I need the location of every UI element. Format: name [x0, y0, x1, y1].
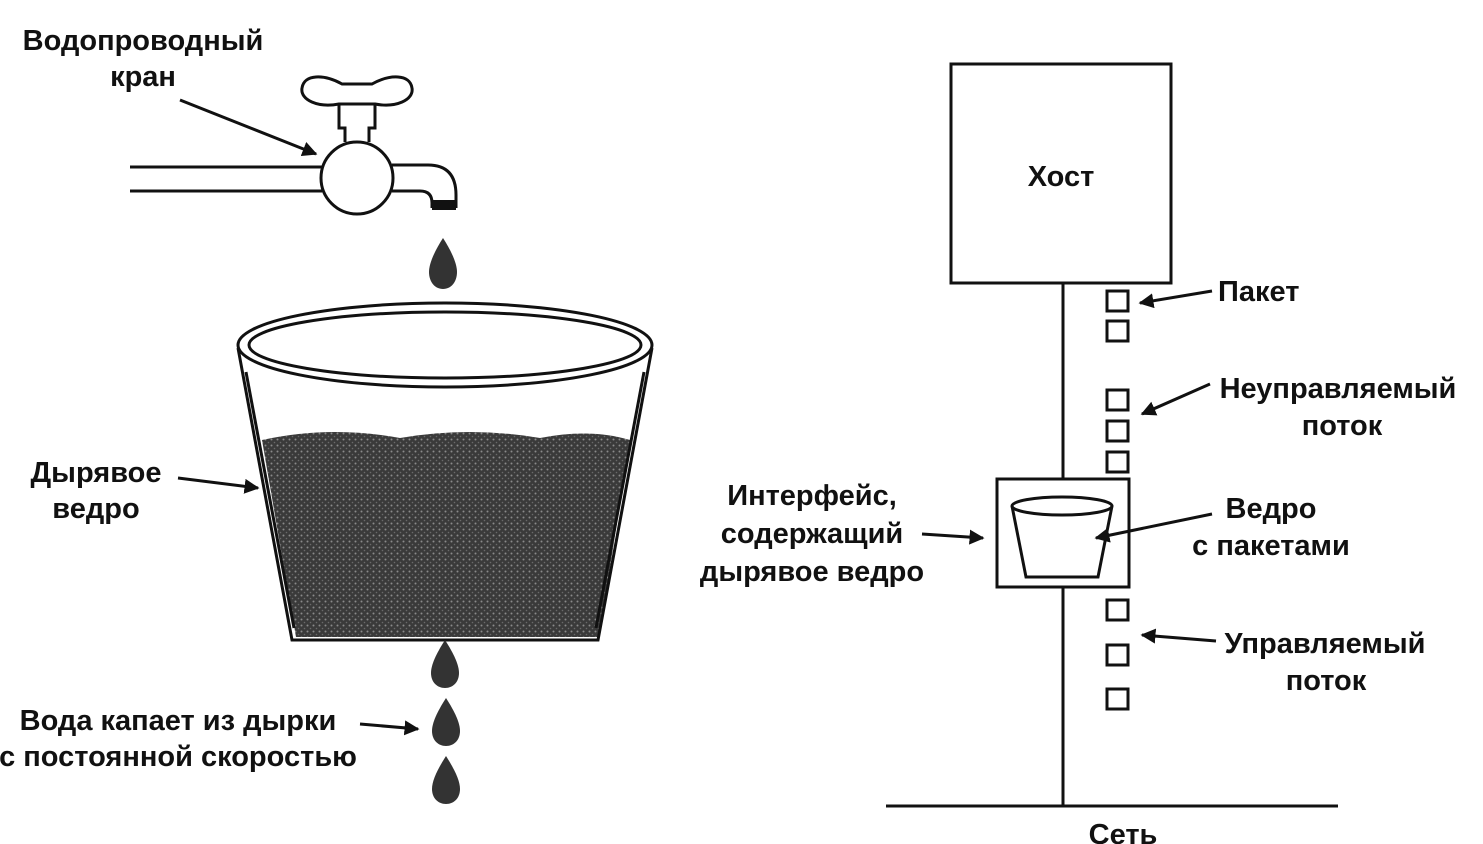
- valve-stem: [337, 104, 377, 142]
- network-label: Сеть: [1089, 819, 1158, 844]
- host-box: [949, 62, 1173, 285]
- spout-tip: [432, 200, 456, 210]
- bucket-arrow: [177, 476, 260, 494]
- tap-label-line2: кран: [110, 61, 176, 93]
- drip-drop-3-icon: [432, 756, 460, 804]
- regulated-label-line2: поток: [1286, 665, 1367, 697]
- bucket-label-line2: ведро: [52, 493, 139, 525]
- falling-drop-icon: [429, 238, 457, 289]
- drip-arrow: [359, 720, 420, 736]
- unregulated-label-line1: Неуправляемый: [1220, 373, 1457, 405]
- packet-4: [1105, 419, 1130, 443]
- packet-8: [1105, 687, 1130, 711]
- packet-3: [1105, 388, 1130, 412]
- interface-arrow: [921, 529, 985, 545]
- interface-label-line2: содержащий: [721, 518, 904, 550]
- leaky-bucket: [236, 301, 654, 642]
- bucket-inner-side: [244, 371, 646, 629]
- bucket-label-line1: Дырявое: [31, 457, 162, 489]
- drip-drop-1-icon: [431, 640, 459, 688]
- unregulated-arrow: [1140, 382, 1211, 416]
- tap-label-line1: Водопроводный: [23, 25, 264, 57]
- regulated-arrow: [1140, 628, 1217, 644]
- bucket-rim-inner: [247, 310, 643, 380]
- unregulated-label-line2: поток: [1302, 410, 1383, 442]
- packet-5: [1105, 450, 1130, 474]
- tap-handle: [300, 75, 414, 107]
- interface-label-line1: Интерфейс,: [727, 480, 897, 512]
- packet-1: [1105, 289, 1130, 313]
- packet-bucket-label-line2: с пакетами: [1192, 530, 1350, 562]
- valve-body: [319, 140, 395, 216]
- interface-box: [995, 477, 1131, 589]
- host-label: Хост: [1028, 161, 1095, 193]
- packet-bucket-label-line1: Ведро: [1226, 493, 1317, 525]
- bucket-rim-outer: [236, 301, 654, 389]
- interface-label-line3: дырявое ведро: [700, 556, 924, 588]
- packet-7: [1105, 643, 1130, 667]
- bucket-water: [262, 431, 630, 637]
- tap-arrow: [179, 98, 318, 156]
- drip-drop-2-icon: [432, 698, 460, 746]
- packet-label: Пакет: [1218, 276, 1299, 308]
- drip-label-line1: Вода капает из дырки: [20, 705, 337, 737]
- packet-6: [1105, 598, 1130, 622]
- drip-label-line2: с постоянной скоростью: [0, 741, 357, 773]
- regulated-label-line1: Управляемый: [1225, 628, 1426, 660]
- faucet: [130, 75, 458, 216]
- packet-arrow: [1138, 289, 1213, 309]
- packet-bucket-arrow: [1094, 512, 1213, 543]
- packet-2: [1105, 319, 1130, 343]
